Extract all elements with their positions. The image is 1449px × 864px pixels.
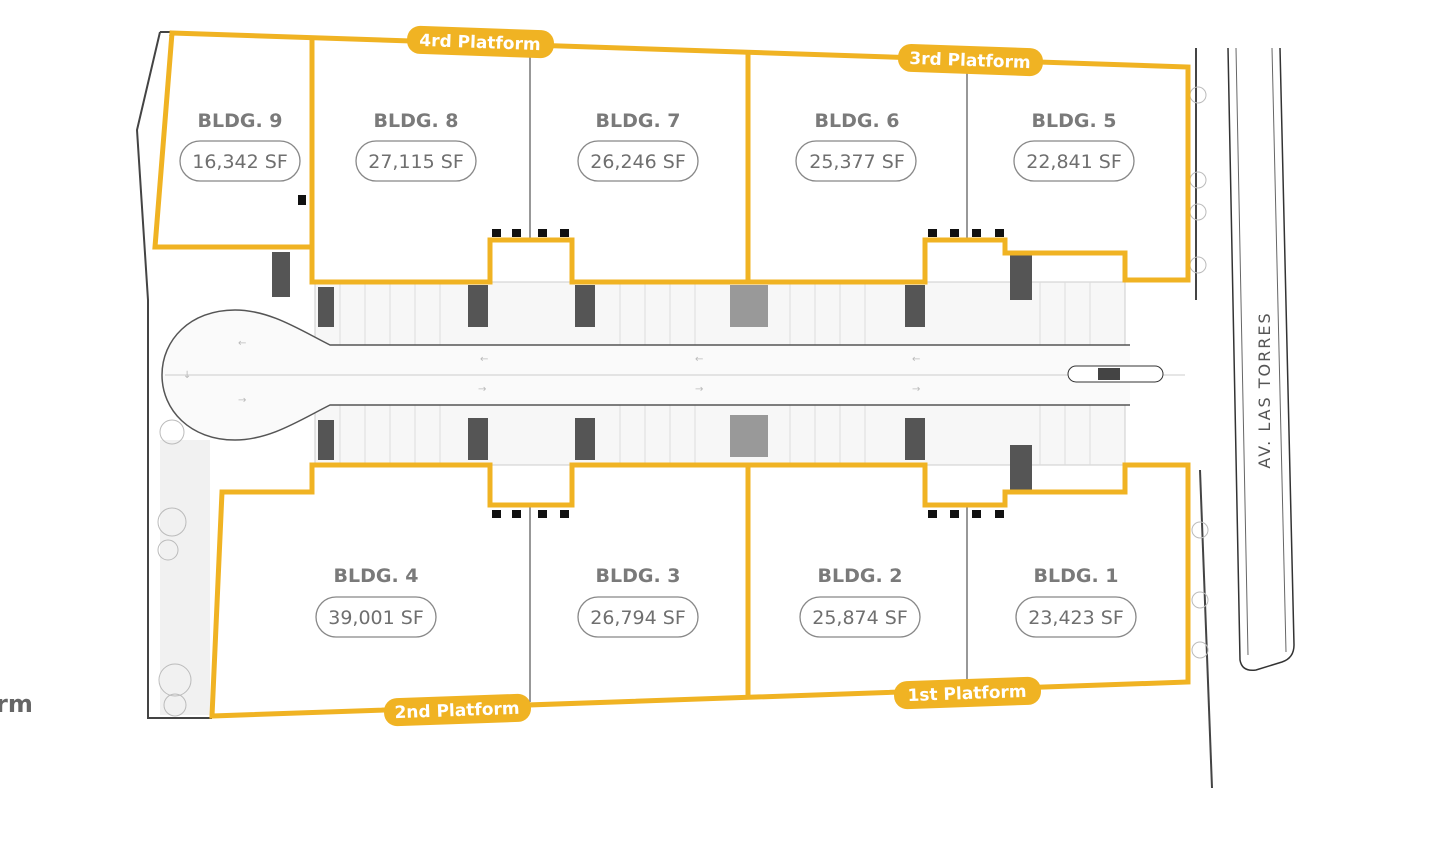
building-area: 25,874 SF [812, 607, 908, 629]
building-5[interactable]: BLDG. 5 22,841 SF [1013, 110, 1135, 182]
building-3[interactable]: BLDG. 3 26,794 SF [577, 565, 699, 638]
platform-label-2nd: 2nd Platform [384, 693, 531, 727]
building-9[interactable]: BLDG. 9 16,342 SF [179, 110, 301, 182]
building-area: 25,377 SF [809, 151, 905, 173]
svg-text:→: → [912, 384, 920, 395]
building-area: 26,246 SF [590, 151, 686, 173]
platform-label-4rd: 4rd Platform [407, 25, 554, 59]
building-4[interactable]: BLDG. 4 39,001 SF [315, 565, 437, 638]
platform-label-text: 3rd Platform [909, 49, 1031, 73]
platform-label-text: 1st Platform [907, 682, 1027, 706]
gate-booth [1098, 368, 1120, 380]
building-area: 22,841 SF [1026, 151, 1122, 173]
building-area: 26,794 SF [590, 607, 686, 629]
platform-label-1st: 1st Platform [894, 676, 1041, 710]
building-name: BLDG. 7 [595, 110, 680, 132]
road-arrows: ← ← ← → → → ← → ↓ [183, 338, 920, 406]
building-name: BLDG. 8 [373, 110, 458, 132]
parking-stalls [339, 282, 1091, 465]
svg-text:→: → [695, 384, 703, 395]
building-area: 16,342 SF [192, 151, 288, 173]
building-name: BLDG. 3 [595, 565, 680, 587]
svg-text:←: ← [480, 354, 488, 365]
avenue-label: AV. LAS TORRES [1255, 311, 1274, 468]
platform-label-text: 4rd Platform [419, 31, 541, 55]
svg-text:←: ← [238, 338, 246, 349]
landscape-strip [160, 440, 210, 715]
building-name: BLDG. 5 [1031, 110, 1116, 132]
building-area: 39,001 SF [328, 607, 424, 629]
avenue [1227, 47, 1295, 672]
platform-label-text: 2nd Platform [394, 699, 520, 723]
platform-top-outline [152, 30, 1191, 285]
svg-text:←: ← [912, 354, 920, 365]
svg-text:←: ← [695, 354, 703, 365]
building-area: 27,115 SF [368, 151, 464, 173]
building-dividers [529, 45, 968, 702]
cropped-legend-label: rm [0, 690, 33, 718]
building-name: BLDG. 4 [333, 565, 418, 587]
building-2[interactable]: BLDG. 2 25,874 SF [799, 565, 921, 638]
svg-text:↓: ↓ [183, 370, 191, 381]
site-boundary-right-lower [1199, 469, 1213, 789]
building-7[interactable]: BLDG. 7 26,246 SF [577, 110, 699, 182]
building-8[interactable]: BLDG. 8 27,115 SF [355, 110, 477, 182]
parking-bottom [314, 404, 1126, 466]
dock-ramps [272, 252, 1032, 490]
avenue-lane-lines [1235, 47, 1287, 656]
building-name: BLDG. 2 [817, 565, 902, 587]
building-6[interactable]: BLDG. 6 25,377 SF [795, 110, 917, 182]
building-name: BLDG. 1 [1033, 565, 1118, 587]
svg-text:→: → [478, 384, 486, 395]
building-name: BLDG. 9 [197, 110, 282, 132]
platform-bottom-outline [209, 462, 1191, 719]
dock-doors [298, 195, 1004, 518]
platform-label-3rd: 3rd Platform [898, 43, 1043, 77]
parking-top [314, 281, 1126, 346]
svg-text:→: → [238, 395, 246, 406]
building-area: 23,423 SF [1028, 607, 1124, 629]
building-1[interactable]: BLDG. 1 23,423 SF [1015, 565, 1137, 638]
building-name: BLDG. 6 [814, 110, 899, 132]
